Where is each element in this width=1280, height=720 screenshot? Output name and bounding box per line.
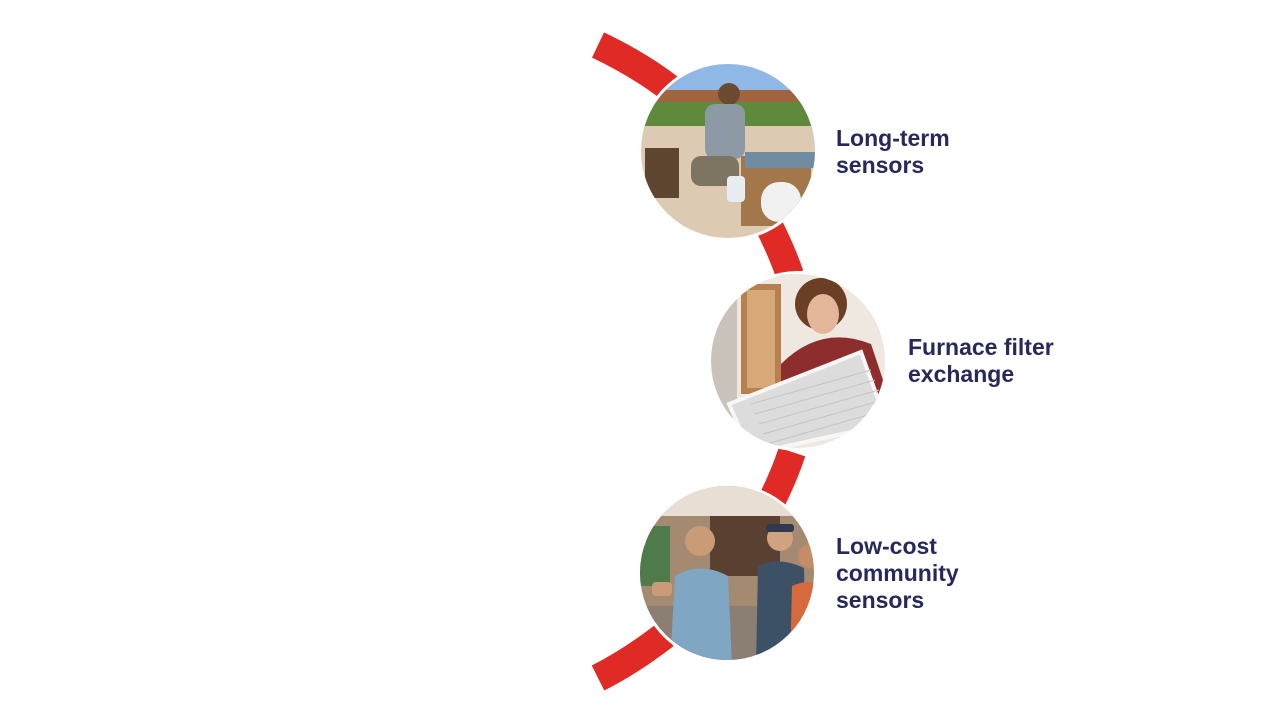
label-long-term-sensors: Long-term sensors [836,125,950,178]
arc-segment-upper-middle [757,221,804,280]
arc-segment-bottom [591,623,674,691]
label-low-cost-community-sensors: Low-cost community sensors [836,533,959,613]
label-furnace-filter-exchange: Furnace filter exchange [908,334,1054,387]
photo-low-cost-community-sensors [637,483,817,663]
arc-segment-lower-middle [759,447,806,507]
photo-furnace-filter-exchange [708,271,888,451]
photo-long-term-sensors [638,61,818,241]
arc-segment-top [591,32,681,102]
